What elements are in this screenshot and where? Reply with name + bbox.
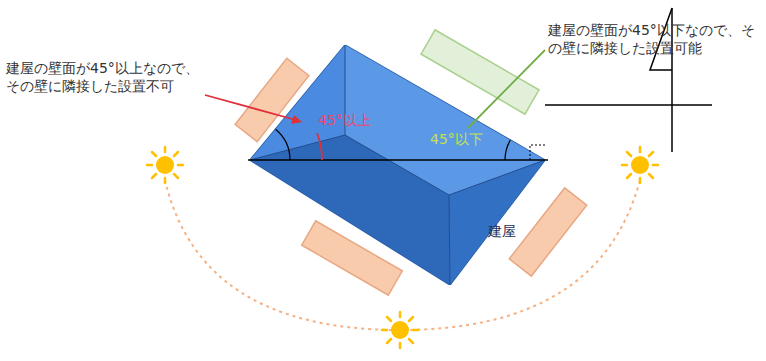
callout-note: 建屋の壁面が45°以上なので、その壁に隣接した設置不可 [6,60,206,95]
sun-icon [382,312,418,348]
sun-icon [147,147,183,183]
leader-arrow [205,95,296,120]
building-roof [250,45,545,285]
angle-label: 45°以下 [430,131,483,149]
callout-note: 建屋の壁面が45°以下なので、その壁に隣接した設置可能 [548,22,762,57]
building: 建屋 [250,45,545,285]
solar-panel [509,188,586,276]
angle-label: 45°以上 [318,112,371,130]
building-label: 建屋 [488,223,516,241]
sun-icon [622,147,658,183]
leader-line [468,50,545,128]
